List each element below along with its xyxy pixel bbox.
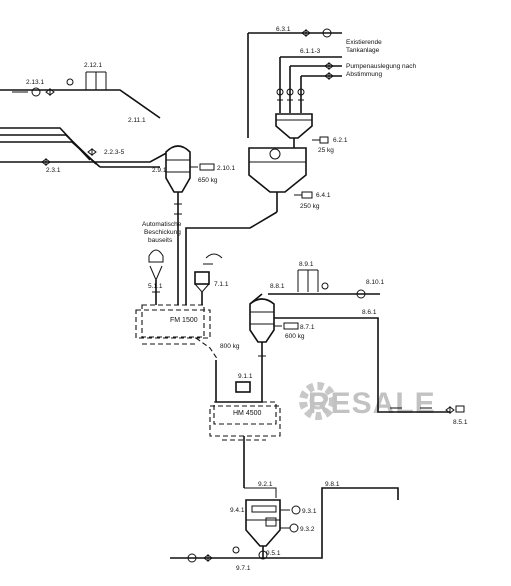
existing-label: Existierende — [346, 39, 382, 46]
tag-2-10-1: 2.10.1 — [217, 165, 235, 172]
mixer-fm1500-label: FM 1500 — [170, 317, 198, 324]
tag-6-4-1: 6.4.1 — [316, 192, 331, 199]
tag-2-3-1: 2.3.1 — [46, 167, 61, 174]
mixer-fm1500 — [135, 304, 219, 361]
tank-label: Tankanlage — [346, 47, 380, 54]
tag-8-7-1: 8.7.1 — [300, 324, 315, 331]
tag-6-1-1-3: 6.1.1-3 — [300, 48, 321, 55]
vessel-600kg-feed — [268, 269, 380, 299]
gear-icon — [299, 382, 337, 420]
tag-2-12-1: 2.12.1 — [84, 62, 102, 69]
weight-800kg: 800 kg — [220, 343, 240, 350]
feed-hopper — [148, 249, 164, 305]
weight-250kg: 250 kg — [300, 203, 320, 210]
tag-8-6-1: 8.6.1 — [362, 309, 377, 316]
tag-6-2-1: 6.2.1 — [333, 137, 348, 144]
pump-note-2: Abstimmung — [346, 71, 383, 78]
auto-feed-1: Automatische — [142, 221, 182, 228]
tag-8-8-1: 8.8.1 — [270, 283, 285, 290]
auto-feed-2: Beschickung — [144, 229, 181, 236]
tag-8-10-1: 8.10.1 — [366, 279, 384, 286]
tag-2-13-1: 2.13.1 — [26, 79, 44, 86]
tag-9-3-2: 9.3.2 — [300, 526, 315, 533]
oil-supply-lines — [247, 28, 342, 138]
tag-9-5-1: 9.5.1 — [266, 550, 281, 557]
bottom-vessel — [244, 487, 301, 560]
resale-watermark: RESALE — [299, 382, 436, 420]
mixer-hm4500-label: HM 4500 — [233, 410, 262, 417]
vessel-650kg — [165, 145, 215, 305]
watermark-text: RESALE — [308, 387, 436, 420]
tag-9-3-1: 9.3.1 — [302, 508, 317, 515]
tag-8-9-1: 8.9.1 — [299, 261, 314, 268]
line-to-8-5-1 — [377, 392, 465, 414]
mixer-hm4500 — [209, 360, 281, 488]
tag-9-4-1: 9.4.1 — [230, 507, 245, 514]
tag-5-1-1: 5.1.1 — [148, 283, 163, 290]
tag-6-3-1: 6.3.1 — [276, 26, 291, 33]
large-tank-250kg — [248, 147, 313, 212]
tag-9-2-1: 9.2.1 — [258, 481, 273, 488]
dosing-vessel-7-1-1 — [194, 253, 223, 305]
tank-to-fm1500-line — [185, 211, 278, 305]
tag-2-11-1: 2.11.1 — [128, 117, 146, 124]
small-tank-25kg — [275, 113, 329, 148]
weight-650kg: 650 kg — [198, 177, 218, 184]
tag-9-7-1: 9.7.1 — [236, 565, 251, 572]
tag-2-2-3-5: 2.2.3-5 — [104, 149, 125, 156]
vessel-600kg — [249, 293, 379, 392]
tag-9-8-1: 9.8.1 — [325, 481, 340, 488]
pump-note-1: Pumpenauslegung nach — [346, 63, 416, 70]
output-line — [170, 487, 399, 563]
tag-2-9-1: 2.9.1 — [152, 167, 167, 174]
weight-600kg: 600 kg — [285, 333, 305, 340]
tag-8-5-1: 8.5.1 — [453, 419, 468, 426]
tag-7-1-1: 7.1.1 — [214, 281, 229, 288]
weight-25kg: 25 kg — [318, 147, 334, 154]
left-feed-lines — [0, 71, 173, 168]
tag-9-1-1: 9.1.1 — [238, 373, 253, 380]
auto-feed-3: bauseits — [148, 237, 173, 244]
